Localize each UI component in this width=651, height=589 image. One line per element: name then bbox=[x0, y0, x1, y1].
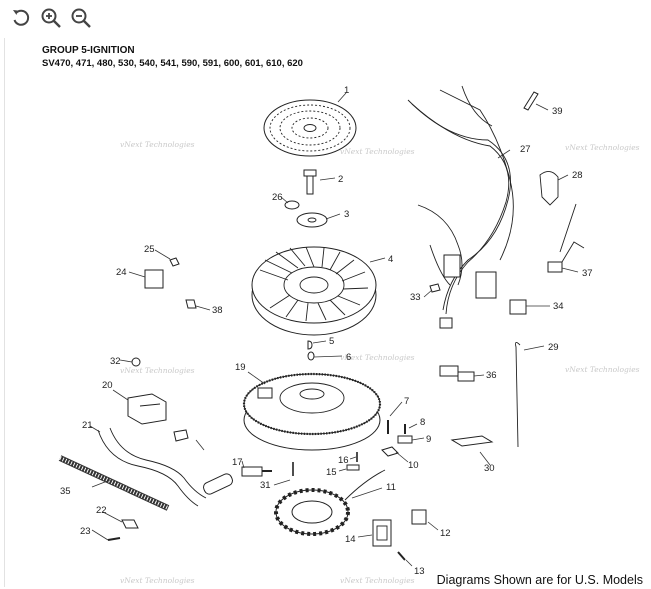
callout-16: 16 bbox=[338, 455, 349, 466]
part-fuse-holder[interactable] bbox=[429, 283, 441, 293]
viewer-toolbar bbox=[8, 6, 94, 32]
zoom-out-icon bbox=[71, 8, 91, 28]
watermarks: vNext Technologies vNext Technologies vN… bbox=[120, 140, 640, 585]
part-clip[interactable] bbox=[173, 429, 189, 442]
zoom-out-button[interactable] bbox=[68, 6, 94, 30]
part-clip[interactable] bbox=[397, 435, 413, 444]
callout-4: 4 bbox=[388, 254, 393, 265]
part-rectifier[interactable] bbox=[372, 519, 392, 547]
callout-36: 36 bbox=[486, 370, 497, 381]
callout-6: 6 bbox=[346, 352, 351, 363]
part-connector[interactable] bbox=[439, 365, 459, 377]
part-grass-screen[interactable] bbox=[263, 99, 357, 157]
part-washer[interactable] bbox=[284, 200, 300, 210]
part-bracket[interactable] bbox=[411, 509, 427, 525]
callout-37: 37 bbox=[582, 268, 593, 279]
leader-lines bbox=[89, 92, 579, 567]
zoom-in-button[interactable] bbox=[38, 6, 64, 30]
part-ground-lead[interactable] bbox=[450, 435, 494, 447]
part-clip[interactable] bbox=[185, 299, 197, 309]
callout-3: 3 bbox=[344, 209, 349, 220]
callout-1: 1 bbox=[344, 85, 349, 96]
callout-35: 35 bbox=[60, 486, 71, 497]
watermark: vNext Technologies bbox=[120, 576, 195, 585]
part-clip[interactable] bbox=[121, 519, 139, 529]
part-cable-tie[interactable] bbox=[539, 171, 559, 206]
watermark: vNext Technologies bbox=[120, 140, 195, 149]
callout-39: 39 bbox=[552, 106, 563, 117]
callout-30: 30 bbox=[484, 463, 495, 474]
watermark: vNext Technologies bbox=[565, 143, 640, 152]
watermark: vNext Technologies bbox=[565, 365, 640, 374]
watermark: vNext Technologies bbox=[340, 576, 415, 585]
callout-13: 13 bbox=[414, 566, 425, 577]
watermark: vNext Technologies bbox=[340, 353, 415, 362]
part-clamp[interactable] bbox=[381, 446, 399, 457]
callout-29: 29 bbox=[548, 342, 559, 353]
part-screw[interactable] bbox=[131, 357, 141, 367]
part-connector[interactable] bbox=[457, 371, 475, 382]
rotate-left-icon bbox=[13, 9, 30, 26]
callout-8: 8 bbox=[420, 417, 425, 428]
callout-31: 31 bbox=[260, 480, 271, 491]
part-stator[interactable] bbox=[274, 469, 386, 536]
part-screw[interactable] bbox=[107, 537, 121, 541]
callout-32: 32 bbox=[110, 356, 121, 367]
callout-17: 17 bbox=[232, 457, 243, 468]
part-screw[interactable] bbox=[397, 551, 406, 561]
callout-25: 25 bbox=[144, 244, 155, 255]
reset-rotation-button[interactable] bbox=[8, 6, 34, 30]
watermark: vNext Technologies bbox=[120, 366, 195, 375]
callout-33: 33 bbox=[410, 292, 421, 303]
callout-20: 20 bbox=[102, 380, 113, 391]
callout-numbers: 1 2 3 4 5 6 7 8 9 10 11 12 13 14 15 16 1… bbox=[60, 85, 593, 577]
part-pin[interactable] bbox=[307, 351, 315, 361]
group-title: GROUP 5-IGNITION bbox=[42, 45, 135, 56]
callout-24: 24 bbox=[116, 267, 127, 278]
callout-26: 26 bbox=[272, 192, 283, 203]
part-flywheel[interactable] bbox=[242, 372, 382, 451]
callout-23: 23 bbox=[80, 526, 91, 537]
callout-14: 14 bbox=[345, 534, 356, 545]
diagram-frame bbox=[4, 38, 650, 587]
part-ignition-module[interactable] bbox=[127, 393, 167, 425]
callout-7: 7 bbox=[404, 396, 409, 407]
part-module[interactable] bbox=[509, 299, 527, 315]
callout-27: 27 bbox=[520, 144, 531, 155]
watermark: vNext Technologies bbox=[340, 147, 415, 156]
callout-34: 34 bbox=[553, 301, 564, 312]
part-connector[interactable] bbox=[523, 91, 539, 111]
part-screw[interactable] bbox=[303, 169, 317, 195]
part-spark-plug-boot[interactable] bbox=[202, 472, 234, 496]
callout-28: 28 bbox=[572, 170, 583, 181]
callout-12: 12 bbox=[440, 528, 451, 539]
callout-15: 15 bbox=[326, 467, 337, 478]
part-spark-plug-lead[interactable] bbox=[97, 429, 199, 507]
callout-9: 9 bbox=[426, 434, 431, 445]
part-spark-plug[interactable] bbox=[241, 466, 272, 477]
part-spring-sleeve[interactable] bbox=[58, 455, 170, 511]
callout-10: 10 bbox=[408, 460, 419, 471]
model-list: SV470, 471, 480, 530, 540, 541, 590, 591… bbox=[42, 58, 303, 69]
callout-22: 22 bbox=[96, 505, 107, 516]
part-key[interactable] bbox=[307, 340, 313, 350]
part-drive-plate[interactable] bbox=[296, 212, 328, 228]
part-fan[interactable] bbox=[251, 246, 377, 336]
part-dipstick[interactable] bbox=[515, 342, 521, 448]
part-wiring-harness[interactable] bbox=[407, 85, 514, 329]
callout-38: 38 bbox=[212, 305, 223, 316]
callout-2: 2 bbox=[338, 174, 343, 185]
callout-19: 19 bbox=[235, 362, 246, 373]
callout-5: 5 bbox=[329, 336, 334, 347]
part-spark-plug-lead[interactable] bbox=[109, 427, 207, 499]
callout-21: 21 bbox=[82, 420, 93, 431]
part-relay[interactable] bbox=[144, 269, 164, 289]
region-note: Diagrams Shown are for U.S. Models bbox=[436, 573, 643, 587]
part-terminal[interactable] bbox=[346, 464, 360, 471]
zoom-in-icon bbox=[41, 8, 61, 28]
callout-11: 11 bbox=[386, 482, 396, 493]
part-clip[interactable] bbox=[169, 257, 180, 267]
part-switch-harness[interactable] bbox=[547, 203, 585, 273]
